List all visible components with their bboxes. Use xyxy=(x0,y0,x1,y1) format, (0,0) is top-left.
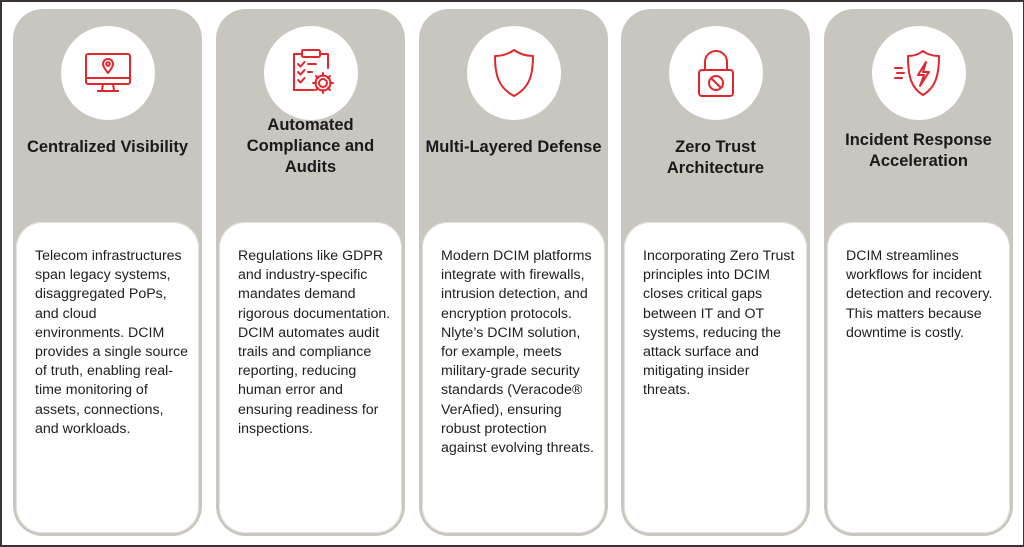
card-body-text: Regulations like GDPR and industry-speci… xyxy=(238,248,391,437)
monitor-location-icon xyxy=(84,53,131,92)
card-title: Incident Response Acceleration xyxy=(845,131,992,170)
card-body-panel: Regulations like GDPR and industry-speci… xyxy=(219,222,402,533)
icon-badge xyxy=(466,26,561,120)
card-centralized-visibility: Centralized Visibility Telecom infrastru… xyxy=(13,9,202,536)
card-body-text: Incorporating Zero Trust principles into… xyxy=(643,248,795,399)
icon-badge xyxy=(60,26,155,120)
card-body-panel: DCIM streamlines workflows for incident … xyxy=(827,222,1010,533)
card-title: Multi-Layered Defense xyxy=(425,138,602,156)
card-title: Automated Compliance and Audits xyxy=(246,116,375,176)
card-body-text: Modern DCIM platforms integrate with fir… xyxy=(441,248,595,457)
card-zero-trust: Zero Trust Architecture Incorporating Ze… xyxy=(621,9,810,536)
icon-badge xyxy=(263,26,358,120)
card-automated-compliance: Automated Compliance and Audits Regulati… xyxy=(216,9,405,536)
shield-lightning-speed-icon xyxy=(893,50,940,96)
icon-badge xyxy=(871,26,966,120)
card-incident-response: Incident Response Acceleration DCIM stre… xyxy=(824,9,1013,536)
icon-badge xyxy=(668,26,763,120)
card-body-panel: Modern DCIM platforms integrate with fir… xyxy=(422,222,605,533)
card-title: Zero Trust Architecture xyxy=(666,138,765,177)
card-body-panel: Incorporating Zero Trust principles into… xyxy=(624,222,807,533)
clipboard-checklist-gear-icon xyxy=(292,49,334,94)
card-body-text: DCIM streamlines workflows for incident … xyxy=(846,248,993,341)
card-title: Centralized Visibility xyxy=(26,138,189,156)
card-body-panel: Telecom infrastructures span legacy syst… xyxy=(16,222,199,533)
lock-blocked-icon xyxy=(697,50,734,97)
card-multi-layered-defense: Multi-Layered Defense Modern DCIM platfo… xyxy=(419,9,608,536)
shield-icon xyxy=(493,49,534,97)
card-body-text: Telecom infrastructures span legacy syst… xyxy=(35,248,188,437)
